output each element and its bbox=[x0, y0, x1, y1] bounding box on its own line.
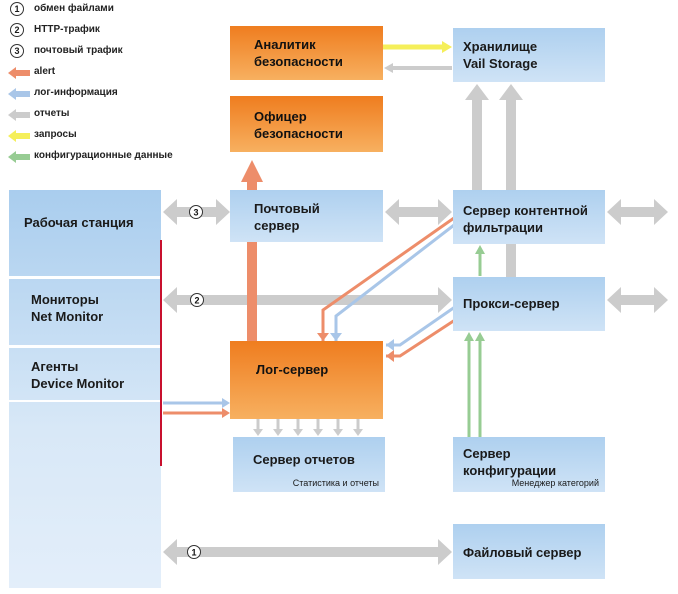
legend-label: обмен файлами bbox=[34, 3, 114, 14]
vail-storage-node: Хранилище Vail Storage bbox=[453, 28, 605, 82]
external-traffic-arrow bbox=[607, 287, 668, 313]
alert-up-arrow bbox=[241, 160, 263, 341]
legend-item-requests: запросы bbox=[6, 128, 226, 144]
report-down-arrow bbox=[253, 419, 263, 436]
security-analyst-label: Аналитик безопасности bbox=[254, 37, 343, 69]
legend-arrow-icon bbox=[8, 88, 30, 100]
legend-marker-2: 2 bbox=[10, 23, 24, 37]
workstation-node: Рабочая станция bbox=[9, 190, 161, 276]
legend-item-alert: alert bbox=[6, 65, 226, 81]
net-monitor-label: Мониторы Net Monitor bbox=[31, 292, 104, 324]
report-up-arrow bbox=[465, 84, 489, 190]
legend-item-http-traffic: 2 HTTP-трафик bbox=[6, 23, 226, 39]
proxy-server-label: Прокси-сервер bbox=[463, 296, 560, 311]
report-down-arrow bbox=[333, 419, 343, 436]
security-officer-label: Офицер безопасности bbox=[254, 109, 343, 141]
http-traffic-arrow bbox=[163, 287, 452, 313]
legend-arrow-icon bbox=[8, 151, 30, 163]
http-traffic-marker bbox=[190, 293, 204, 307]
alert-filter-to-log-arrow-head bbox=[317, 333, 329, 341]
report-down-arrow bbox=[313, 419, 323, 436]
file-exchange-marker bbox=[187, 545, 201, 559]
workstation-label: Рабочая станция bbox=[24, 215, 134, 230]
security-officer-node: Офицер безопасности bbox=[230, 96, 383, 152]
legend-marker-1: 1 bbox=[10, 2, 24, 16]
divider bbox=[9, 276, 161, 279]
legend-label: конфигурационные данные bbox=[34, 150, 173, 161]
legend-item-config-data: конфигурационные данные bbox=[6, 149, 226, 165]
mail-server-label: Почтовый сервер bbox=[254, 201, 320, 233]
legend-item-log-info: лог-информация bbox=[6, 86, 226, 102]
legend-item-file-exchange: 1 обмен файлами bbox=[6, 2, 226, 18]
legend-item-reports: отчеты bbox=[6, 107, 226, 123]
file-server-node: Файловый сервер bbox=[453, 524, 605, 579]
log-workstation-to-log-arrow bbox=[163, 398, 230, 408]
report-server-label: Сервер отчетов bbox=[253, 452, 355, 467]
net-monitor-node: Мониторы Net Monitor bbox=[9, 279, 161, 345]
config-server-label: Сервер конфигурации bbox=[463, 446, 557, 478]
config-server-sublabel: Менеджер категорий bbox=[511, 478, 599, 488]
workstation-column bbox=[9, 190, 161, 588]
legend-arrow-icon bbox=[8, 130, 30, 142]
legend-arrow-icon bbox=[8, 109, 30, 121]
legend-label: отчеты bbox=[34, 108, 70, 119]
mail-server-node: Почтовый сервер bbox=[230, 190, 383, 242]
config-to-proxy-arrow bbox=[475, 332, 485, 437]
config-to-filter-arrow bbox=[475, 245, 485, 276]
mail-traffic-marker bbox=[189, 205, 203, 219]
config-to-proxy-arrow bbox=[464, 332, 474, 437]
device-monitor-node: Агенты Device Monitor bbox=[9, 348, 161, 400]
content-filter-server-node: Сервер контентной фильтрации bbox=[453, 190, 605, 244]
log-server-node: Лог-сервер bbox=[230, 341, 383, 419]
log-proxy-to-log-arrow-head bbox=[386, 339, 394, 351]
alert-filter-to-log-arrow bbox=[321, 216, 455, 341]
legend-label: alert bbox=[34, 66, 56, 77]
divider bbox=[9, 345, 161, 348]
legend-label: HTTP-трафик bbox=[34, 24, 100, 35]
external-traffic-arrow bbox=[607, 199, 668, 225]
monitoring-bus-line bbox=[160, 240, 162, 466]
report-up-arrow bbox=[499, 84, 523, 278]
legend-marker-3: 3 bbox=[10, 44, 24, 58]
alert-proxy-to-log-arrow bbox=[386, 318, 456, 358]
legend-arrow-icon bbox=[8, 67, 30, 79]
content-filter-server-label: Сервер контентной фильтрации bbox=[463, 203, 588, 235]
report-server-sublabel: Статистика и отчеты bbox=[292, 478, 379, 488]
report-down-arrow bbox=[293, 419, 303, 436]
legend-label: лог-информация bbox=[34, 87, 118, 98]
mail-traffic-marker-label: 3 bbox=[193, 208, 198, 218]
report-down-arrow bbox=[273, 419, 283, 436]
log-filter-to-log-arrow-head bbox=[330, 333, 342, 341]
file-exchange-arrow bbox=[163, 539, 452, 565]
security-analyst-node: Аналитик безопасности bbox=[230, 26, 383, 80]
divider bbox=[9, 400, 161, 402]
vail-storage-label: Хранилище Vail Storage bbox=[463, 39, 538, 71]
log-filter-to-log-arrow bbox=[334, 220, 459, 341]
log-server-label: Лог-сервер bbox=[256, 362, 329, 377]
legend-label: запросы bbox=[34, 129, 77, 140]
alert-proxy-to-log-arrow-head bbox=[386, 350, 394, 362]
mail-traffic-arrow bbox=[385, 199, 452, 225]
file-exchange-marker-label: 1 bbox=[191, 548, 196, 558]
alert-workstation-to-log-arrow bbox=[163, 408, 230, 418]
config-server-node: Сервер конфигурации Менеджер категорий bbox=[453, 437, 605, 492]
device-monitor-label: Агенты Device Monitor bbox=[31, 359, 125, 391]
request-arrow bbox=[383, 41, 452, 53]
legend-item-mail-traffic: 3 почтовый трафик bbox=[6, 44, 226, 60]
proxy-server-node: Прокси-сервер bbox=[453, 277, 605, 331]
http-traffic-marker-label: 2 bbox=[194, 296, 199, 306]
report-server-node: Сервер отчетов Статистика и отчеты bbox=[233, 437, 385, 492]
legend-label: почтовый трафик bbox=[34, 45, 123, 56]
file-server-label: Файловый сервер bbox=[463, 545, 582, 560]
report-down-arrow bbox=[353, 419, 363, 436]
report-arrow bbox=[384, 63, 452, 73]
